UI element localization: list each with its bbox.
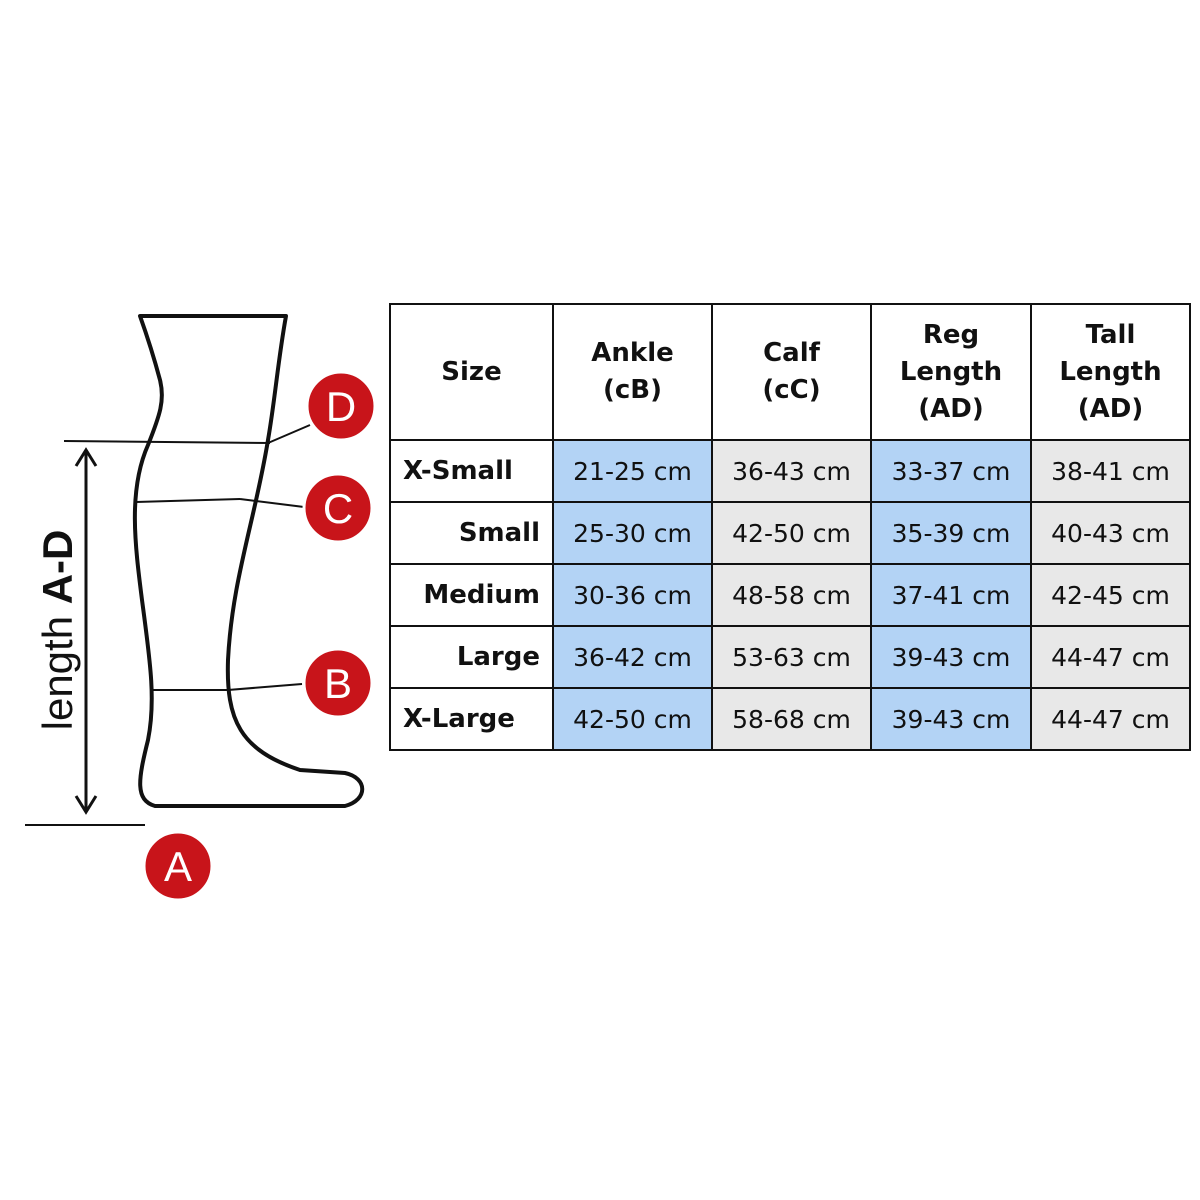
header-line: (cB)	[603, 375, 662, 405]
size-cell: Small	[389, 501, 554, 565]
table-row: Medium 30-36 cm 48-58 cm 37-41 cm 42-45 …	[389, 563, 1191, 627]
leader-line-d	[267, 424, 311, 444]
reference-line-d	[63, 440, 271, 444]
tall-length-cell: 40-43 cm	[1030, 501, 1191, 565]
length-label: length A-D	[34, 530, 81, 731]
tall-length-cell: 38-41 cm	[1030, 439, 1191, 503]
length-label-word: length	[34, 604, 81, 730]
calf-cell: 36-43 cm	[711, 439, 872, 503]
tall-length-cell: 44-47 cm	[1030, 625, 1191, 689]
size-cell: X-Large	[389, 687, 554, 751]
ankle-cell: 21-25 cm	[552, 439, 713, 503]
reg-length-cell: 37-41 cm	[870, 563, 1032, 627]
header-line: (AD)	[918, 393, 984, 424]
header-reg-length: Reg Length (AD)	[870, 303, 1032, 441]
header-line: (AD)	[1077, 393, 1144, 424]
ankle-cell: 30-36 cm	[552, 563, 713, 627]
header-line: Length	[1059, 356, 1162, 387]
marker-d: D	[305, 370, 377, 442]
table-row: X-Small 21-25 cm 36-43 cm 33-37 cm 38-41…	[389, 439, 1191, 503]
header-line: Reg	[922, 319, 980, 350]
header-line: Ankle	[591, 338, 674, 368]
tall-length-cell: 44-47 cm	[1030, 687, 1191, 751]
leader-line-b	[227, 683, 303, 691]
size-chart-table: Size Ankle (cB) Calf (cC) Reg Length (AD…	[389, 303, 1191, 751]
svg-text:A: A	[164, 843, 192, 890]
header-calf: Calf (cC)	[711, 303, 872, 441]
reg-length-cell: 39-43 cm	[870, 625, 1032, 689]
reg-length-cell: 39-43 cm	[870, 687, 1032, 751]
reg-length-cell: 35-39 cm	[870, 501, 1032, 565]
measure-line-c	[135, 498, 241, 503]
ankle-cell: 25-30 cm	[552, 501, 713, 565]
length-arrow	[74, 447, 98, 815]
header-tall-length: Tall Length (AD)	[1030, 303, 1191, 441]
marker-c: C	[302, 472, 374, 544]
tall-length-cell: 42-45 cm	[1030, 563, 1191, 627]
svg-text:D: D	[326, 383, 356, 430]
calf-cell: 48-58 cm	[711, 563, 872, 627]
header-ankle: Ankle (cB)	[552, 303, 713, 441]
size-cell: X-Small	[389, 439, 554, 503]
size-cell: Large	[389, 625, 554, 689]
header-line: Length	[899, 356, 1003, 387]
header-line: Size	[441, 356, 502, 387]
header-size: Size	[389, 303, 554, 441]
svg-text:B: B	[324, 660, 352, 707]
header-row: Size Ankle (cB) Calf (cC) Reg Length (AD…	[389, 303, 1191, 441]
length-label-points: A-D	[34, 530, 81, 605]
leg-diagram: length A-D D C B A	[25, 314, 377, 902]
ankle-cell: 42-50 cm	[552, 687, 713, 751]
size-cell: Medium	[389, 563, 554, 627]
leader-line-c	[239, 498, 305, 508]
header-line: (cC)	[762, 375, 821, 405]
header-line: Calf	[763, 338, 820, 368]
calf-cell: 42-50 cm	[711, 501, 872, 565]
calf-cell: 58-68 cm	[711, 687, 872, 751]
ankle-cell: 36-42 cm	[552, 625, 713, 689]
reg-length-cell: 33-37 cm	[870, 439, 1032, 503]
calf-cell: 53-63 cm	[711, 625, 872, 689]
table-row: X-Large 42-50 cm 58-68 cm 39-43 cm 44-47…	[389, 687, 1191, 751]
header-line: Tall	[1085, 319, 1136, 350]
marker-b: B	[302, 647, 374, 719]
svg-text:C: C	[323, 485, 353, 532]
table-row: Small 25-30 cm 42-50 cm 35-39 cm 40-43 c…	[389, 501, 1191, 565]
marker-a: A	[142, 830, 214, 902]
table-row: Large 36-42 cm 53-63 cm 39-43 cm 44-47 c…	[389, 625, 1191, 689]
